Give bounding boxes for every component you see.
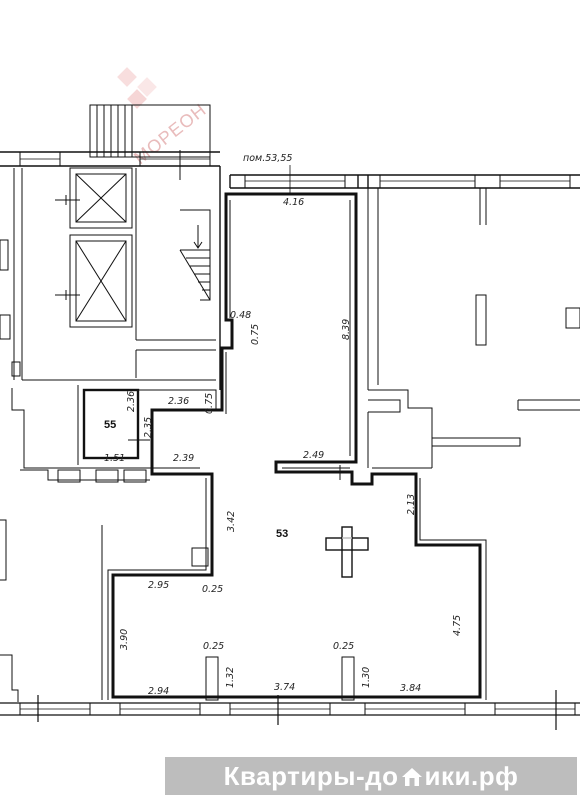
dimension-label: 3.90: [119, 629, 130, 650]
room-number-55: 55: [104, 419, 116, 431]
dimension-label: 3.84: [400, 683, 421, 694]
dimension-label: 0.25: [202, 584, 223, 595]
banner-text: Квартиры-до ики.рф: [224, 761, 519, 792]
banner-text-end: ики.рф: [424, 760, 519, 791]
dimension-label: 2.49: [303, 450, 324, 461]
banner-text-start: Квартиры-до: [223, 760, 399, 791]
room-55: [77, 385, 217, 465]
entrance-stairs: [89, 104, 211, 180]
room-53-boundary: [111, 192, 482, 699]
dimension-label: 0.75: [250, 324, 261, 345]
dimension-label: 0.75: [204, 393, 215, 414]
dimension-label: 1.32: [225, 667, 236, 688]
dimension-label: 2.95: [148, 580, 169, 591]
watermark-text: МОРЕОН: [130, 99, 210, 168]
dimension-label: 3.42: [226, 511, 237, 532]
dimension-label: 0.25: [203, 641, 224, 652]
dimension-label: 8.39: [341, 319, 352, 340]
dimension-label: 4.75: [452, 615, 463, 636]
right-rooms: [339, 188, 580, 480]
elevator-core: [0, 167, 216, 381]
watermark-logo-icon: [117, 67, 157, 109]
room-53-inner-wall: [107, 200, 487, 700]
dimension-label: 2.36: [126, 391, 137, 412]
dimension-label: 1.30: [361, 667, 372, 688]
site-banner: Квартиры-до ики.рф: [165, 757, 577, 795]
dimension-label: 1.51: [104, 453, 125, 464]
dimension-label: 0.48: [230, 310, 251, 321]
dimension-label: 2.35: [143, 417, 154, 438]
column-symbol-icon: [325, 526, 369, 578]
dimension-label: 2.36: [168, 396, 189, 407]
dimension-label: 2.94: [148, 686, 169, 697]
outer-walls: [0, 151, 580, 390]
house-icon: [400, 764, 424, 786]
dimension-label: 0.25: [333, 641, 354, 652]
room-number-53: 53: [276, 528, 288, 540]
bottom-wall: [0, 690, 580, 730]
header-label: пом.53,55: [243, 153, 292, 164]
staircase: [179, 209, 211, 301]
dimension-label: 3.74: [274, 682, 295, 693]
dimension-label: 2.39: [173, 453, 194, 464]
bottom-partitions: [205, 656, 355, 701]
dimension-label: 4.16: [283, 197, 304, 208]
lower-left-walls: [0, 388, 209, 702]
dimension-label: 2.13: [406, 494, 417, 515]
